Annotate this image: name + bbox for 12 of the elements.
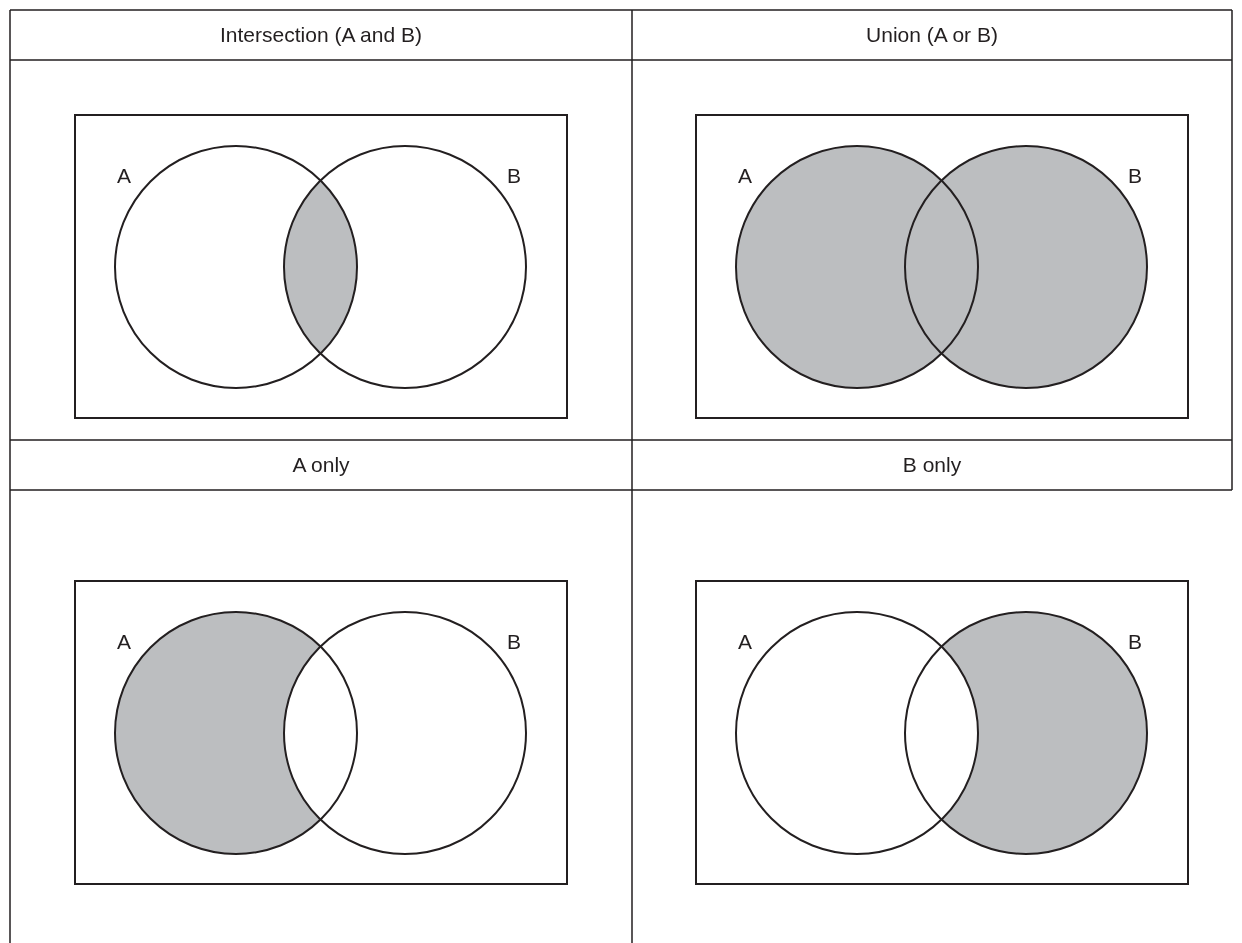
set-label: B [507,630,521,654]
set-label: B [1128,630,1142,654]
set-label: A [117,630,131,654]
set-label: A [738,164,752,188]
set-label: B [1128,164,1142,188]
set-label: A [738,630,752,654]
column-heading: Union (A or B) [866,23,998,47]
column-heading: B only [902,453,962,477]
set-label: A [117,164,131,188]
column-heading: Intersection (A and B) [220,23,422,47]
set-label: B [507,164,521,188]
column-heading: A only [292,453,350,477]
